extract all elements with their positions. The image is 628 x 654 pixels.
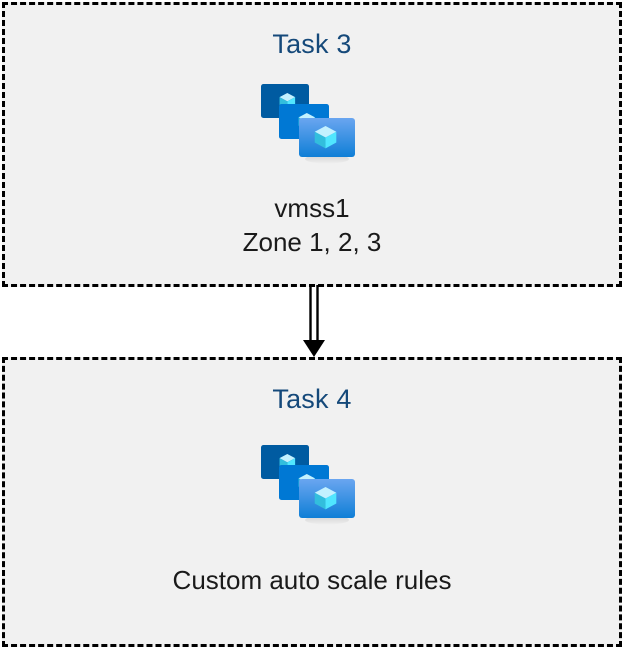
panel-title-task-3: Task 3 (272, 29, 352, 59)
panel-task-4[interactable]: Task 4 (2, 357, 622, 647)
panel-caption-task-3: vmss1 Zone 1, 2, 3 (242, 193, 382, 258)
vm-scale-set-icon (257, 78, 367, 178)
panel-task-3[interactable]: Task 3 (2, 2, 622, 287)
panel-caption-task-4: Custom auto scale rules (172, 565, 452, 595)
connector-task3-to-task4 (299, 285, 329, 359)
panel-title-task-4: Task 4 (272, 384, 352, 414)
vm-scale-set-icon (257, 439, 367, 539)
